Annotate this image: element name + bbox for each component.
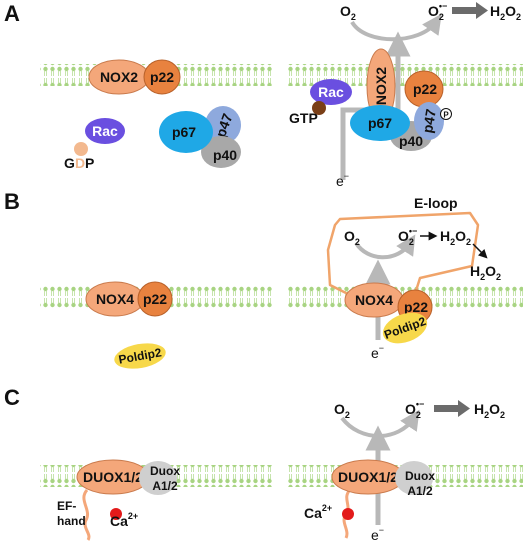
svg-text:e−: e−	[371, 343, 384, 361]
calcium-dot-resting	[110, 508, 122, 520]
h2o2-arrow-c	[434, 400, 470, 417]
p22-resting: p22	[143, 59, 181, 95]
duoxa-resting: Duox A1/2	[139, 461, 180, 495]
arc-arrow-b	[354, 234, 416, 260]
h2o2-outer-b: H2O2	[470, 263, 501, 282]
arc-arrow-c	[340, 409, 420, 438]
svg-text:A1/2: A1/2	[407, 484, 433, 498]
svg-text:NOX2: NOX2	[373, 67, 389, 105]
svg-text:H2O2: H2O2	[490, 3, 521, 22]
ef-hand-tail	[82, 488, 91, 541]
h2o2-inner-b: H2O2	[440, 228, 471, 247]
svg-text:EF-: EF-	[57, 499, 76, 513]
electron-c: e−	[371, 525, 384, 543]
calcium-dot-active	[342, 508, 354, 520]
svg-text:hand: hand	[57, 514, 86, 528]
duoxa-active: Duox A1/2	[395, 461, 435, 498]
svg-text:O2: O2	[344, 228, 360, 247]
svg-text:O2•−: O2•−	[405, 399, 424, 420]
p67-resting: p67	[159, 111, 213, 153]
e-loop-label: E-loop	[414, 195, 458, 211]
svg-text:NOX4: NOX4	[96, 291, 134, 307]
svg-text:e−: e−	[371, 525, 384, 543]
nox2-resting: NOX2	[88, 59, 150, 95]
svg-text:DUOX1/2: DUOX1/2	[338, 469, 398, 485]
svg-text:O2: O2	[334, 401, 350, 420]
svg-text:e−: e−	[336, 171, 349, 189]
p47-resting: p47	[205, 106, 241, 144]
poldip2-resting: Poldip2	[114, 343, 166, 369]
nox4-resting: NOX4	[85, 281, 145, 317]
h2o2-a: H2O2	[490, 3, 521, 22]
svg-text:p40: p40	[399, 133, 423, 149]
svg-text:H2O2: H2O2	[470, 263, 501, 282]
gtp-label: GTP	[289, 110, 318, 126]
calcium-resting: Ca2+	[110, 511, 138, 529]
o2-c: O2	[334, 401, 350, 420]
svg-text:Rac: Rac	[318, 84, 344, 100]
o2-a: O2	[340, 3, 356, 22]
svg-text:NOX2: NOX2	[100, 69, 138, 85]
nox2-active: NOX2	[366, 44, 401, 124]
svg-text:p40: p40	[213, 147, 237, 163]
svg-text:p22: p22	[413, 81, 437, 97]
arrow-out-h2o2-b	[472, 243, 488, 259]
svg-text:P: P	[443, 111, 449, 120]
svg-text:A1/2: A1/2	[152, 479, 178, 493]
svg-text:p47: p47	[212, 111, 235, 139]
p67-active: p67	[350, 105, 410, 141]
gdp-label-g: G	[64, 155, 75, 171]
gdp-label-d: D	[75, 155, 85, 171]
svg-text:p67: p67	[368, 115, 392, 131]
svg-text:H2O2: H2O2	[474, 401, 505, 420]
o2-b: O2	[344, 228, 360, 247]
svg-text:Duox: Duox	[405, 469, 435, 483]
electron-b: e−	[371, 343, 384, 361]
gdp-label-p: P	[85, 155, 94, 171]
svg-text:H2O2: H2O2	[440, 228, 471, 247]
svg-text:p22: p22	[404, 299, 428, 315]
duox-active: DUOX1/2	[331, 459, 405, 495]
nox4-active: NOX4	[344, 282, 404, 318]
rac-gtp: Rac GTP	[289, 79, 352, 126]
p47-active: p47 P	[414, 102, 452, 140]
svg-text:Ca2+: Ca2+	[304, 503, 332, 521]
calcium-active: Ca2+	[304, 503, 332, 521]
p22-active: p22	[404, 70, 444, 108]
svg-text:Ca2+: Ca2+	[110, 511, 138, 529]
p40-resting: p40	[201, 136, 241, 168]
panel-c-label: C	[4, 385, 20, 410]
svg-text:p22: p22	[150, 69, 174, 85]
panel-a-label: A	[4, 1, 20, 26]
ef-hand-label: EF- hand	[57, 499, 86, 528]
svg-text:p22: p22	[143, 291, 167, 307]
svg-text:O2•−: O2•−	[398, 226, 417, 247]
gdp-dot	[74, 142, 88, 156]
phospho-icon	[440, 108, 452, 120]
superoxide-a: O2•−	[428, 1, 447, 22]
svg-text:p47: p47	[419, 108, 439, 135]
svg-text:p67: p67	[172, 124, 196, 140]
svg-text:O2: O2	[340, 3, 356, 22]
h2o2-arrow-a	[452, 2, 488, 19]
arc-arrow-a	[350, 13, 442, 42]
p22-b-resting: p22	[137, 281, 173, 317]
duox-resting: DUOX1/2	[76, 459, 150, 495]
membrane-a-active	[288, 64, 523, 86]
rac-gdp: Rac G D P	[64, 118, 125, 171]
svg-text:NOX4: NOX4	[355, 292, 393, 308]
h2o2-c: H2O2	[474, 401, 505, 420]
gtp-dot	[312, 101, 326, 115]
svg-text:Duox: Duox	[150, 464, 180, 478]
svg-text:Rac: Rac	[92, 123, 118, 139]
svg-text:DUOX1/2: DUOX1/2	[83, 469, 143, 485]
panel-b-label: B	[4, 189, 20, 214]
superoxide-c: O2•−	[405, 399, 424, 420]
svg-text:O2•−: O2•−	[428, 1, 447, 22]
superoxide-b: O2•−	[398, 226, 417, 247]
electron-a: e−	[336, 171, 349, 189]
